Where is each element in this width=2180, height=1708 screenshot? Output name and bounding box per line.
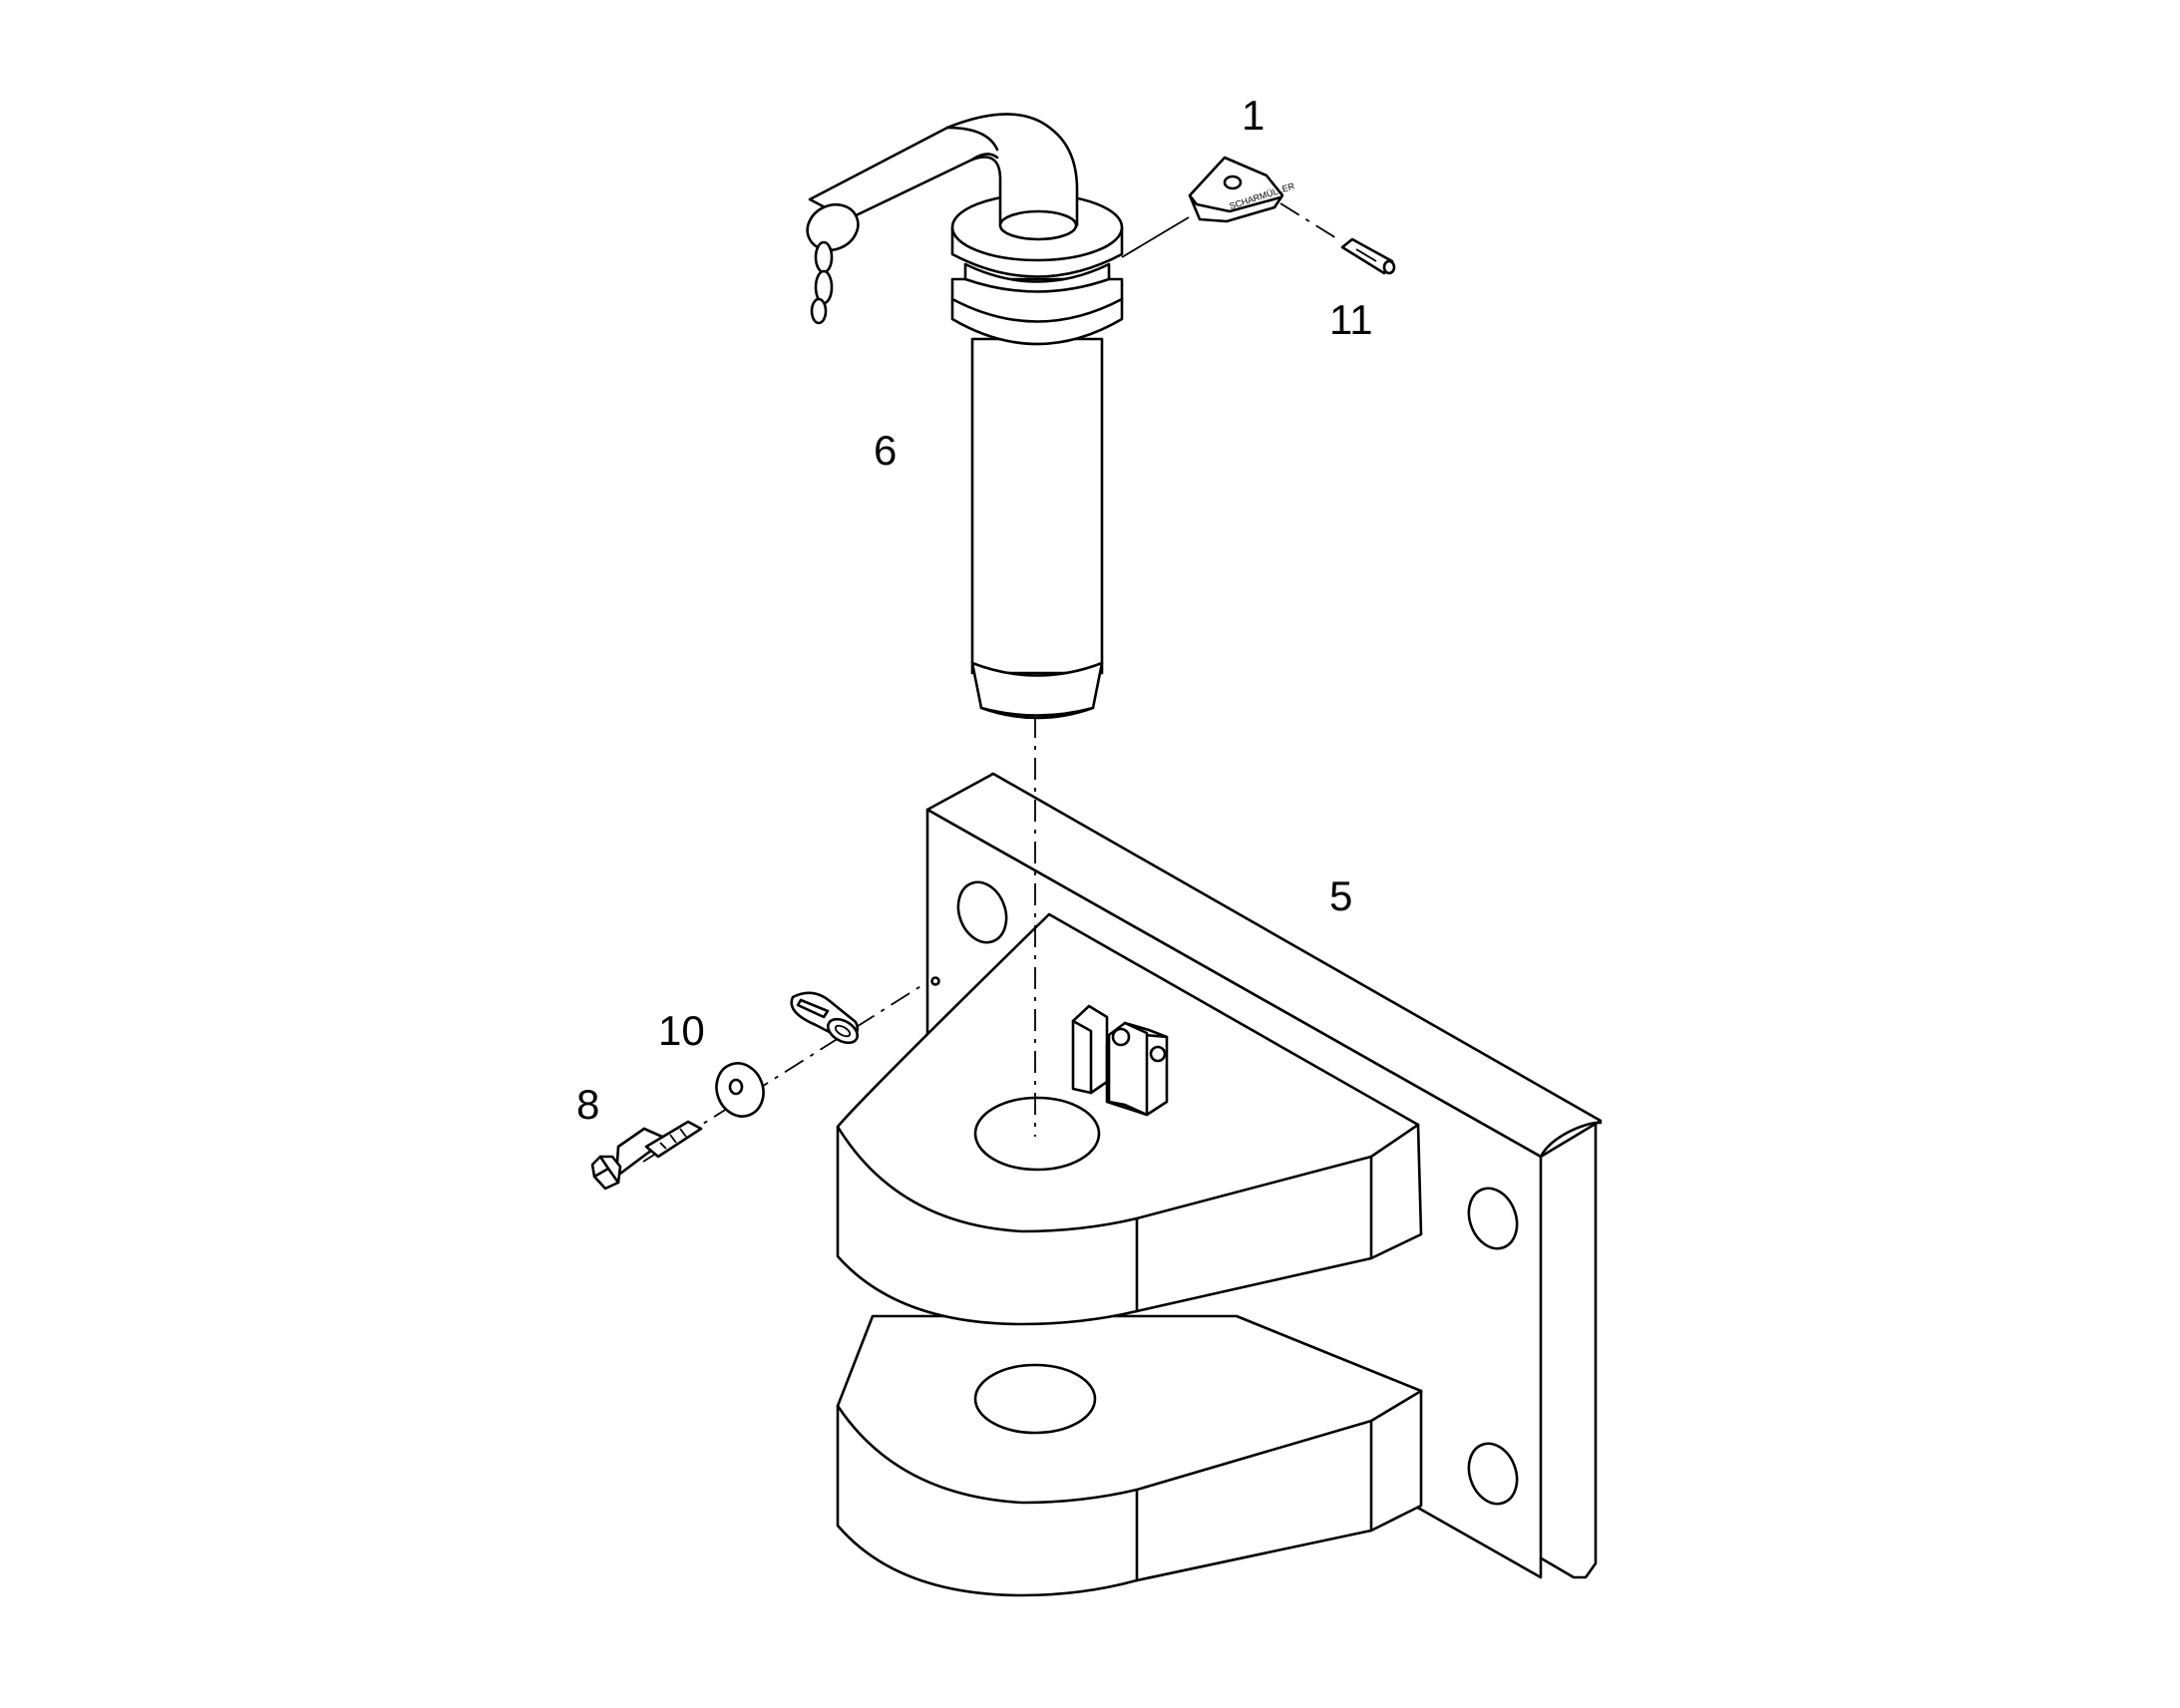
mounting-hole xyxy=(1467,1187,1519,1250)
mounting-hole xyxy=(956,880,1008,944)
clevis-lug xyxy=(1071,1004,1169,1117)
pin-chain xyxy=(810,240,834,325)
callout-1: 1 xyxy=(1242,92,1265,139)
callout-8: 8 xyxy=(576,1081,599,1128)
bolt-part-8 xyxy=(590,1120,703,1191)
washer-part-10 xyxy=(715,1062,765,1118)
chain-link xyxy=(790,991,860,1045)
callout-11: 11 xyxy=(1329,296,1373,343)
mounting-hole xyxy=(1467,1442,1519,1506)
jaw-bore xyxy=(973,1363,1097,1435)
jaw-bore xyxy=(973,1096,1101,1172)
coupling-body-part-5 xyxy=(836,772,1603,1597)
callout-6: 6 xyxy=(874,427,897,474)
callout-10: 10 xyxy=(658,1007,705,1054)
callout-5: 5 xyxy=(1329,872,1352,919)
coupling-pin-part-6 xyxy=(806,113,1124,720)
retainer-tab-part-1: SCHARMÜLLER xyxy=(1188,156,1296,223)
set-pin-part-11 xyxy=(1340,237,1396,275)
